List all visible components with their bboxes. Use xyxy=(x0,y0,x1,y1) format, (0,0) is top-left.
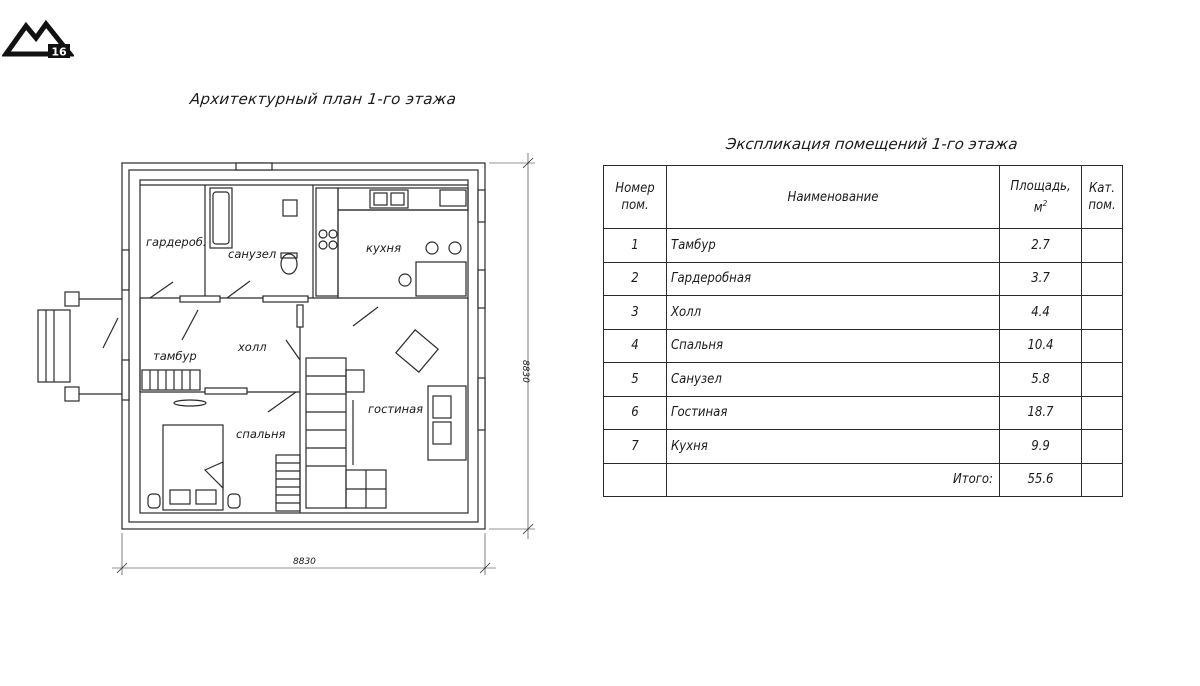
row-number: 3 xyxy=(603,295,667,330)
row-number: 7 xyxy=(603,429,667,464)
header-area: Площадь, м2 xyxy=(999,165,1082,229)
row-category xyxy=(1081,295,1123,330)
row-name: Санузел xyxy=(666,362,1000,397)
row-number: 2 xyxy=(603,261,667,296)
room-label-kuhnya: кухня xyxy=(366,241,401,255)
dimension-width: 8830 xyxy=(293,557,316,567)
room-label-gostinaya: гостиная xyxy=(368,402,423,416)
room-label-spalnya: спальня xyxy=(236,427,286,441)
row-number: 4 xyxy=(603,328,667,363)
row-category xyxy=(1081,261,1123,296)
total-value: 55.6 xyxy=(999,462,1082,497)
row-area: 9.9 xyxy=(999,429,1082,464)
row-number: 6 xyxy=(603,395,667,430)
room-label-garderob: гардероб. xyxy=(146,235,207,249)
house-logo-icon: 16 xyxy=(2,19,74,59)
header-number-line1: Номер xyxy=(615,181,655,196)
row-category xyxy=(1081,328,1123,363)
header-category-line1: Кат. xyxy=(1089,181,1115,196)
row-area: 2.7 xyxy=(999,228,1082,263)
row-area: 3.7 xyxy=(999,261,1082,296)
room-label-holl: холл xyxy=(237,340,267,354)
row-name: Гостиная xyxy=(666,395,1000,430)
row-name: Спальня xyxy=(666,328,1000,363)
row-category xyxy=(1081,228,1123,263)
row-area: 5.8 xyxy=(999,362,1082,397)
row-area: 10.4 xyxy=(999,328,1082,363)
row-area: 4.4 xyxy=(999,295,1082,330)
header-number: Номер пом. xyxy=(603,165,667,229)
row-number: 1 xyxy=(603,228,667,263)
header-number-line2: пом. xyxy=(621,198,649,213)
row-name: Холл xyxy=(666,295,1000,330)
header-area-line2: м xyxy=(1033,200,1043,216)
table-total-row: Итого: 55.6 xyxy=(603,462,1123,497)
header-area-sup: 2 xyxy=(1042,198,1048,208)
header-category-line2: пом. xyxy=(1088,198,1116,213)
row-category xyxy=(1081,362,1123,397)
table-header-row: Номер пом. Наименование Площадь, м2 Кат.… xyxy=(603,165,1123,229)
table-title: Экспликация помещений 1-го этажа xyxy=(725,135,1019,153)
room-schedule-table: Номер пом. Наименование Площадь, м2 Кат.… xyxy=(603,165,1123,497)
room-label-sanuzel: санузел xyxy=(228,247,277,261)
row-category xyxy=(1081,395,1123,430)
row-area: 18.7 xyxy=(999,395,1082,430)
header-category: Кат. пом. xyxy=(1081,165,1123,229)
total-label: Итого: xyxy=(666,462,1000,497)
row-name: Кухня xyxy=(666,429,1000,464)
row-name: Тамбур xyxy=(666,228,1000,263)
logo-number: 16 xyxy=(51,46,67,59)
row-category xyxy=(1081,429,1123,464)
row-number: 5 xyxy=(603,362,667,397)
floor-plan: гардероб. санузел кухня тамбур холл спал… xyxy=(37,153,535,575)
header-area-line1: Площадь, xyxy=(1010,178,1071,194)
room-label-tambur: тамбур xyxy=(153,349,197,363)
row-name: Гардеробная xyxy=(666,261,1000,296)
header-name: Наименование xyxy=(666,165,1000,229)
dimension-height: 8830 xyxy=(520,360,530,383)
